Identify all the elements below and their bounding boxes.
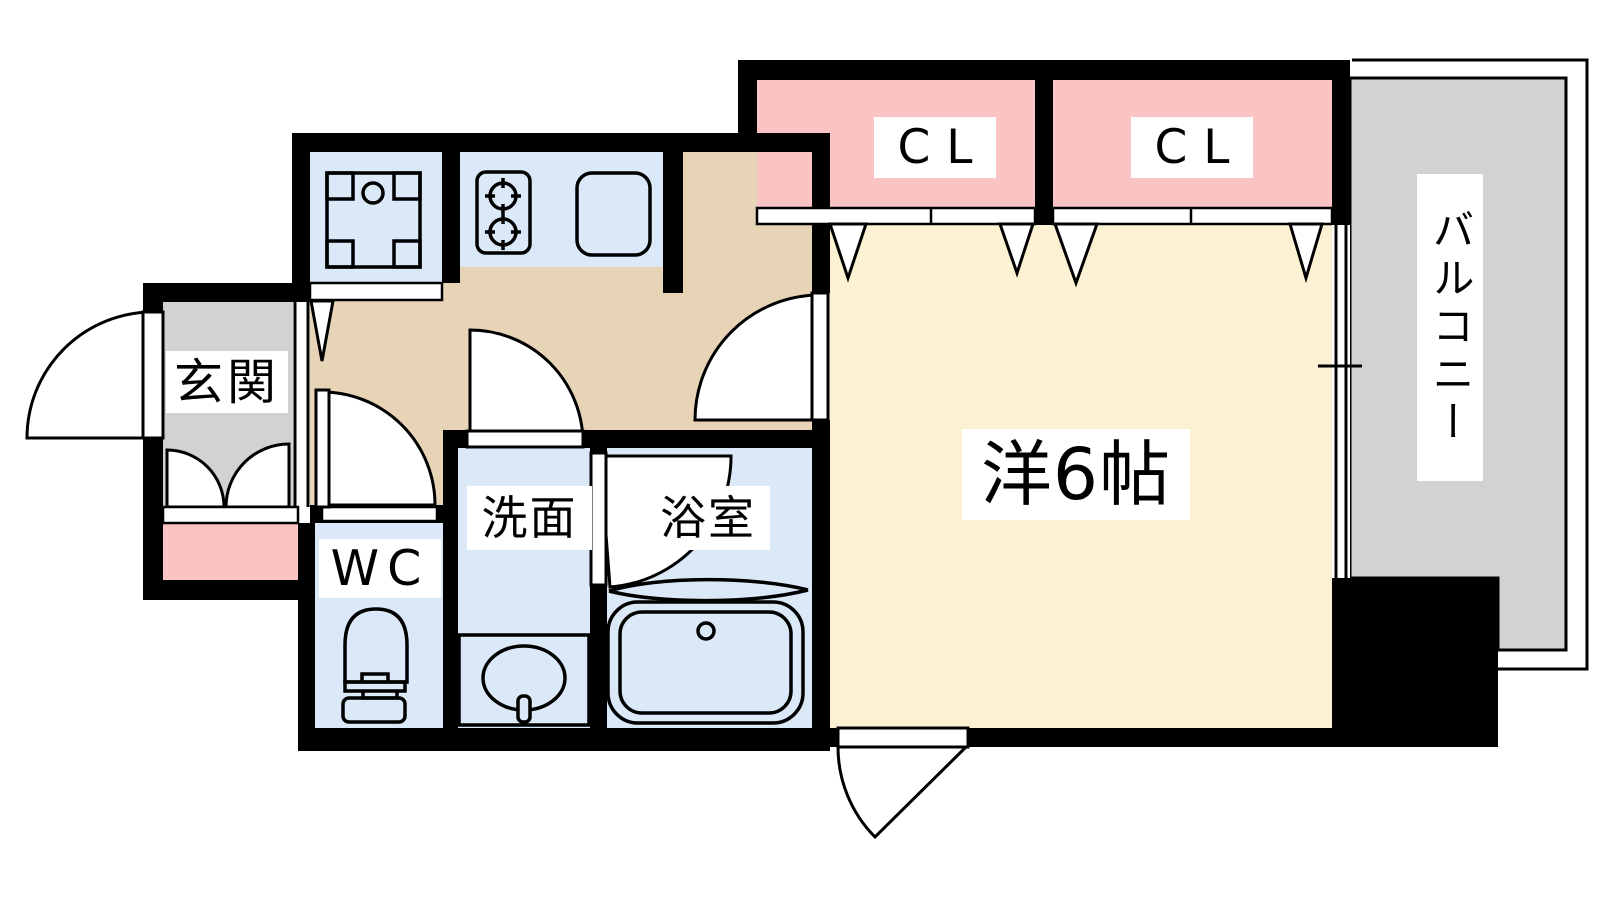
openings: [141, 206, 1362, 749]
balcony-window: [1318, 225, 1362, 578]
entrance-closet-left-swing: [165, 448, 226, 509]
closet-folding-doors: [755, 206, 1334, 288]
fixtures: [325, 170, 809, 727]
door-swings: [25, 293, 970, 840]
washroom-door-swing: [468, 328, 585, 445]
room-door-leaf: [810, 291, 830, 422]
room-label-wc: WC: [319, 539, 441, 598]
room-label-genkan: 玄関: [166, 351, 288, 413]
entrance-closet-floor: [163, 523, 298, 580]
washbasin-icon: [457, 633, 591, 727]
wc-door-leaf: [314, 388, 331, 509]
wc-door-swing: [320, 390, 437, 507]
entrance-closet-right-swing: [224, 442, 291, 509]
room-label-balcony: バルコニー: [1417, 174, 1483, 481]
room-label-closet1: CL: [874, 117, 996, 178]
room-label-closet2: CL: [1131, 117, 1253, 178]
room-label-bathroom: 浴室: [646, 486, 770, 550]
room-label-main-room: 洋6帖: [962, 429, 1190, 520]
washing-machine-pan-icon: [325, 171, 422, 269]
balcony-outer-edge: [1352, 58, 1589, 671]
kitchen-counter-floor: [460, 152, 663, 267]
washroom-door-leaf: [465, 429, 585, 449]
exterior-door-swing: [836, 745, 970, 840]
stove-icon: [475, 170, 532, 255]
entrance-door-swing: [25, 310, 155, 440]
laundry-door-fold: [309, 299, 335, 362]
bath-door-leaf: [589, 451, 608, 587]
room-door-swing: [693, 293, 822, 422]
toilet-icon: [341, 607, 409, 724]
kitchen-sink-icon: [575, 171, 652, 257]
bathtub-icon: [606, 577, 809, 725]
entrance-door-leaf: [141, 310, 165, 440]
room-label-washroom: 洗面: [467, 486, 592, 550]
